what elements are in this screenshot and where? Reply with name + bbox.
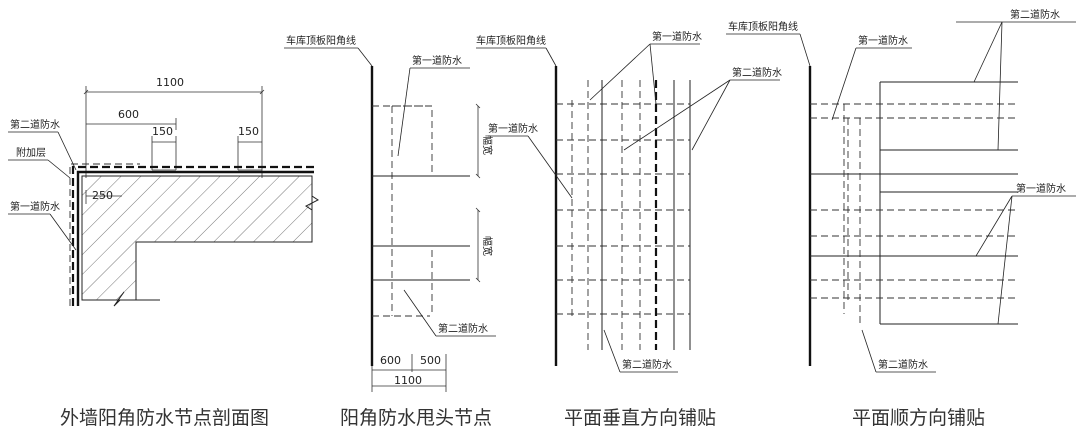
- vertical-panel: 车库顶板阳角线 第一道防水 第二道防水 第一道防水 第二道防水 平面垂直: [476, 30, 782, 429]
- label-parallel-first-left: 第一道防水: [858, 34, 908, 47]
- break-line: [305, 176, 319, 242]
- label-vertical-second-bottom: 第二道防水: [622, 358, 672, 371]
- label-vertical-second-top: 第二道防水: [732, 66, 782, 79]
- section-panel: 1100 600 150 150 250 第二道防水 附加层: [8, 76, 319, 429]
- label-end-first: 第一道防水: [412, 54, 462, 67]
- concrete-slab: [81, 175, 313, 301]
- dim-end-500: 500: [420, 354, 441, 367]
- label-vertical-first-left: 第一道防水: [488, 122, 538, 135]
- dim-600-text: 600: [118, 108, 139, 121]
- dim-end-600: 600: [380, 354, 401, 367]
- label-corner-line: 车库顶板阳角线: [286, 34, 356, 47]
- label-parallel-corner: 车库顶板阳角线: [728, 20, 798, 33]
- dim-150b-text: 150: [238, 125, 259, 138]
- label-first-waterproof: 第一道防水: [10, 200, 60, 213]
- dim-1100-text: 1100: [156, 76, 184, 89]
- caption-parallel: 平面顺方向铺贴: [852, 407, 985, 429]
- label-vertical-first-top: 第一道防水: [652, 30, 702, 43]
- label-vertical-corner: 车库顶板阳角线: [476, 34, 546, 47]
- label-parallel-second-top: 第二道防水: [1010, 8, 1060, 21]
- label-parallel-second-bottom: 第二道防水: [878, 358, 928, 371]
- first-waterproof-layer: [76, 170, 314, 306]
- width-label-bottom: 幅宽: [481, 236, 494, 256]
- dim-150a-text: 150: [152, 125, 173, 138]
- caption-vertical: 平面垂直方向铺贴: [564, 407, 716, 429]
- additional-layer: [69, 163, 140, 306]
- dim-end-1100: 1100: [394, 374, 422, 387]
- parallel-panel: 车库顶板阳角线 第一道防水 第二道防水 第一道防水 第二道防: [726, 8, 1076, 429]
- label-second-waterproof: 第二道防水: [10, 118, 60, 131]
- caption-end: 阳角防水甩头节点: [340, 407, 492, 429]
- caption-section: 外墙阳角防水节点剖面图: [60, 407, 269, 429]
- label-parallel-first-right: 第一道防水: [1016, 182, 1066, 195]
- end-detail-panel: 车库顶板阳角线 幅宽 幅宽 第一道防水 第二道防水 600: [284, 34, 496, 429]
- dim-250-text: 250: [92, 189, 113, 202]
- second-waterproof-layer: [71, 165, 314, 306]
- width-label-top: 幅宽: [481, 135, 494, 155]
- label-end-second: 第二道防水: [438, 322, 488, 335]
- label-additional-layer: 附加层: [16, 146, 46, 159]
